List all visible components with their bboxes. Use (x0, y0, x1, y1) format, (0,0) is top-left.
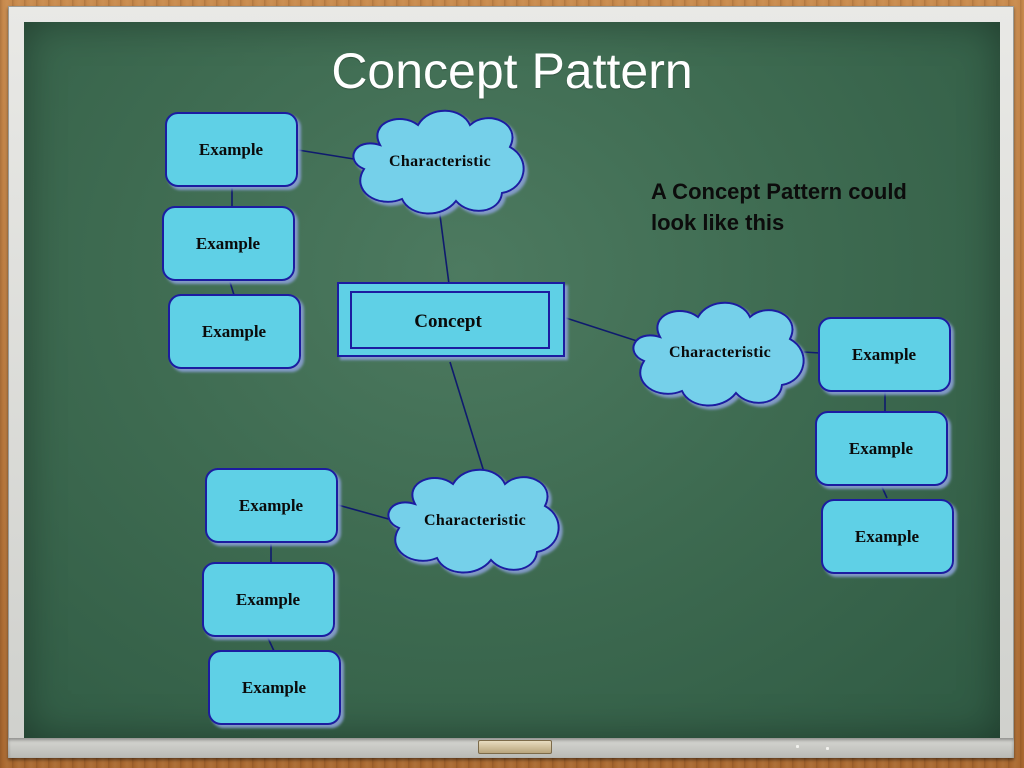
slide-title: Concept Pattern (331, 43, 693, 99)
connector-line (881, 486, 888, 499)
connector-line (449, 361, 489, 486)
characteristic-label: Characteristic (389, 153, 491, 170)
concept-node (337, 282, 565, 357)
example-node (202, 562, 335, 637)
connector-line (229, 281, 235, 296)
connector-lines (229, 149, 888, 652)
connector-line (297, 149, 361, 161)
example-label: Example (202, 322, 267, 341)
example-label: Example (855, 527, 920, 546)
example-label: Example (196, 234, 261, 253)
connector-line (337, 504, 393, 521)
example-label: Example (852, 345, 917, 364)
example-label: Example (199, 140, 264, 159)
characteristic-label: Characteristic (669, 344, 771, 361)
connector-line (267, 637, 275, 652)
example-node (208, 650, 341, 725)
eraser-icon (478, 740, 552, 754)
example-node (168, 294, 301, 369)
chalk-piece (796, 745, 799, 748)
example-label: Example (236, 590, 301, 609)
concept-box-inner (350, 291, 550, 349)
example-node (205, 468, 338, 543)
example-node (165, 112, 298, 187)
example-label: Example (849, 439, 914, 458)
slide-note: A Concept Pattern could look like this (651, 176, 971, 238)
example-node (821, 499, 954, 574)
example-node (818, 317, 951, 392)
concept-label: Concept (414, 311, 482, 332)
example-label: Example (242, 678, 307, 697)
slide-note-line-1: A Concept Pattern could (651, 179, 907, 204)
connector-line (437, 199, 450, 285)
example-node (815, 411, 948, 486)
example-label: Example (239, 496, 304, 515)
slide-note-line-2: look like this (651, 210, 785, 235)
chalk-piece (826, 747, 829, 750)
connector-line (802, 351, 821, 354)
example-node (162, 206, 295, 281)
connector-line (565, 317, 641, 343)
characteristic-label: Characteristic (424, 512, 526, 529)
